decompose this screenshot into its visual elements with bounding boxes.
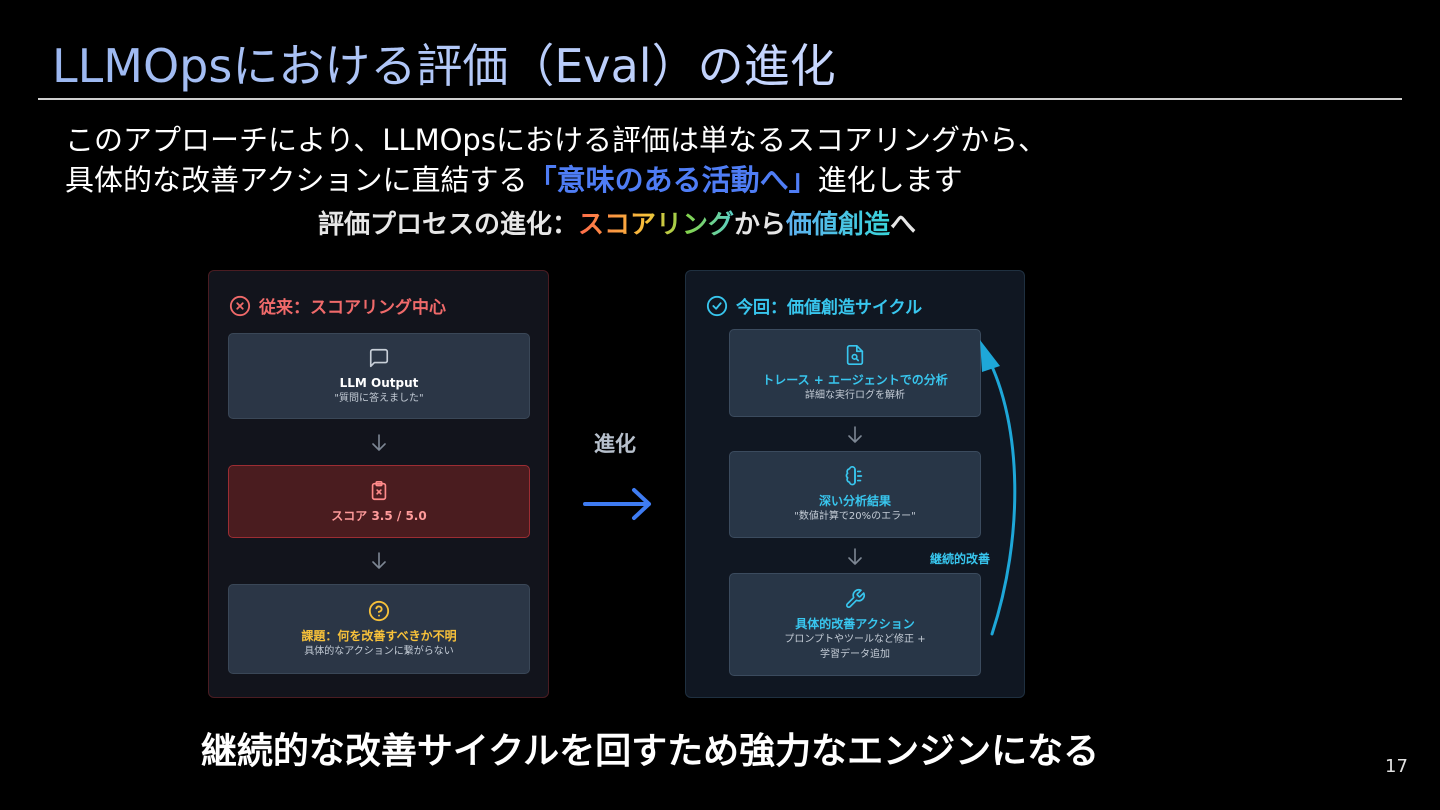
card-problem: 課題：何を改善すべきか不明 具体的なアクションに繋がらない xyxy=(228,584,530,674)
card-deep-analysis: 深い分析結果 "数値計算で20%のエラー" xyxy=(729,451,981,538)
page-number: 17 xyxy=(1385,756,1408,777)
left-panel-title: 従来：スコアリング中心 xyxy=(259,298,446,318)
file-search-icon xyxy=(844,344,866,366)
card-title: 具体的改善アクション xyxy=(795,616,915,631)
arrow-down-icon xyxy=(848,426,862,443)
check-circle-icon xyxy=(706,295,728,317)
card-subtitle: "数値計算で20%のエラー" xyxy=(794,511,916,522)
intro-line-1: このアプローチにより、LLMOpsにおける評価は単なるスコアリングから、 xyxy=(65,123,1047,157)
card-score: スコア 3.5 / 5.0 xyxy=(228,465,530,538)
card-subtitle: 具体的なアクションに繋がらない xyxy=(304,645,454,657)
card-title: トレース + エージェントでの分析 xyxy=(762,372,948,387)
message-square-icon xyxy=(368,347,390,369)
cycle-label: 継続的改善 xyxy=(930,552,991,566)
card-subtitle: 詳細な実行ログを解析 xyxy=(805,389,905,401)
brain-icon xyxy=(844,465,866,487)
wrench-icon xyxy=(844,588,866,610)
subheading-post: へ xyxy=(890,210,917,240)
right-panel-title: 今回：価値創造サイクル xyxy=(736,298,923,318)
card-title: LLM Output xyxy=(339,375,419,390)
card-title: 深い分析結果 xyxy=(818,494,891,508)
arrow-right-icon xyxy=(583,488,651,520)
card-subtitle: "質問に答えました" xyxy=(334,392,424,404)
x-circle-icon xyxy=(229,295,251,317)
card-improvement-action: 具体的改善アクション プロンプトやツールなど修正 + 学習データ追加 xyxy=(729,573,981,676)
card-subtitle-1: プロンプトやツールなど修正 + xyxy=(784,633,926,645)
intro-highlight: 「意味のある活動へ」 xyxy=(527,163,818,197)
slide-title: LLMOpsにおける評価（Eval）の進化 xyxy=(52,30,836,96)
title-divider xyxy=(38,98,1402,100)
left-panel-header: 従来：スコアリング中心 xyxy=(229,293,446,318)
subheading-scoring: スコアリング xyxy=(577,210,734,240)
evolution-label: 進化 xyxy=(594,432,636,456)
card-llm-output: LLM Output "質問に答えました" xyxy=(228,333,530,419)
intro-line-2: 具体的な改善アクションに直結する「意味のある活動へ」進化します xyxy=(65,160,1047,200)
conclusion-text: 継続的な改善サイクルを回すため強力なエンジンになる xyxy=(200,731,1100,772)
cycle-arrow-icon xyxy=(980,340,1017,636)
card-trace-analysis: トレース + エージェントでの分析 詳細な実行ログを解析 xyxy=(729,329,981,417)
clipboard-x-icon xyxy=(368,480,390,502)
subheading-mid: から xyxy=(733,210,786,240)
intro-text: このアプローチにより、LLMOpsにおける評価は単なるスコアリングから、 具体的… xyxy=(65,120,1047,200)
card-title: 課題：何を改善すべきか不明 xyxy=(301,628,457,643)
intro-line-2-pre: 具体的な改善アクションに直結する xyxy=(65,163,528,197)
arrow-down-icon xyxy=(848,548,862,565)
help-circle-icon xyxy=(368,600,390,622)
subheading-value-creation: 価値創造 xyxy=(786,210,891,240)
arrow-down-icon xyxy=(372,434,386,451)
card-title: スコア 3.5 / 5.0 xyxy=(331,508,427,523)
subheading: 評価プロセスの進化：スコアリングから価値創造へ xyxy=(0,204,1234,241)
intro-line-2-post: 進化します xyxy=(817,163,963,197)
subheading-pre: 評価プロセスの進化： xyxy=(317,210,578,240)
right-panel-header: 今回：価値創造サイクル xyxy=(706,293,922,318)
card-subtitle-2: 学習データ追加 xyxy=(820,648,890,660)
arrow-down-icon xyxy=(372,552,386,569)
